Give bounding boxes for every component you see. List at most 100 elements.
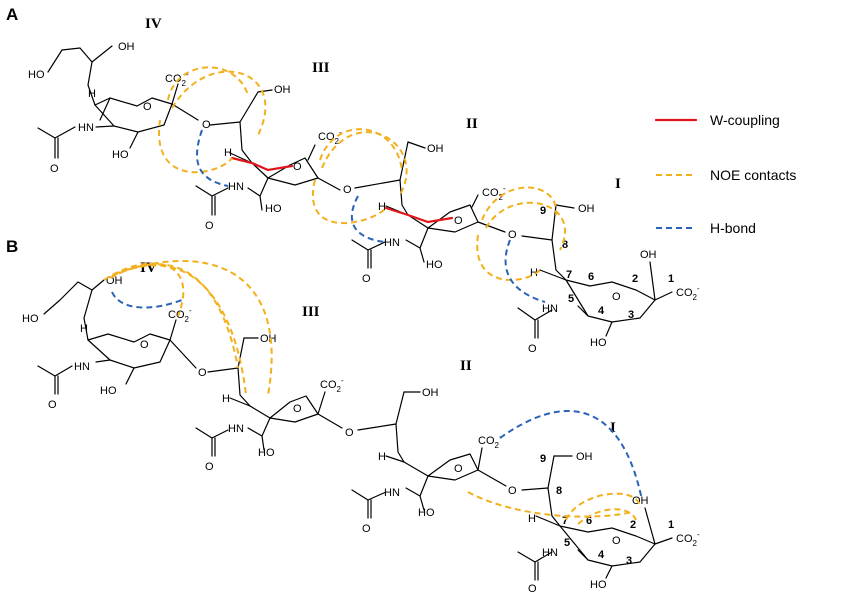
oh-label: OH [578, 203, 595, 215]
oh-label: OH [576, 451, 593, 463]
carbon-9-label: 9 [540, 205, 546, 217]
ho-label: HO [590, 579, 607, 591]
panel-a-noe-contacts [158, 66, 567, 281]
carbon-9-label: 9 [540, 453, 546, 465]
carbon-7-label: 7 [562, 515, 568, 527]
carbon-3-label: 3 [626, 555, 632, 567]
co2-label: CO2- [478, 432, 502, 450]
co2-label: CO2- [168, 306, 192, 324]
panel-a-residue-i: OH H O HN O HO OH CO2- 9 8 7 6 5 4 3 2 1 [517, 203, 700, 355]
panel-b-residue-iii: OH H O HN O HO CO2- O [195, 333, 354, 473]
nh-label: HN [542, 547, 558, 559]
carbonyl-o-label: O [362, 273, 371, 285]
carbon-5-label: 5 [568, 293, 574, 305]
nh-label: HN [228, 423, 244, 435]
h-label: H [378, 451, 386, 463]
h-label: H [528, 513, 536, 525]
co2-label: CO2- [676, 530, 700, 548]
ho-label: HO [418, 507, 435, 519]
legend-hbond-label: H-bond [710, 220, 756, 236]
ho-label: HO [112, 149, 129, 161]
co2-label: CO2- [320, 376, 344, 394]
legend: W-coupling NOE contacts H-bond [654, 112, 796, 236]
legend-noe-label: NOE contacts [710, 167, 796, 183]
glycosidic-o-label: O [198, 367, 207, 379]
glycosidic-o-label: O [343, 184, 352, 196]
carbonyl-o-label: O [528, 583, 537, 593]
h-label: H [378, 201, 386, 213]
carbon-7-label: 7 [566, 269, 572, 281]
carbonyl-o-label: O [205, 220, 214, 232]
ho-label: HO [28, 69, 45, 81]
carbon-4-label: 4 [598, 305, 605, 317]
panel-a-residue-iv: OH HO H O HN O HO CO2- O [28, 41, 211, 175]
h-label: H [222, 393, 230, 405]
oh-label: OH [427, 143, 444, 155]
residue-i-label-b: I [610, 420, 616, 436]
carbon-1-label: 1 [668, 273, 674, 285]
nh-label: HN [384, 487, 400, 499]
ring-o-label: O [140, 339, 149, 351]
ring-o-label: O [454, 463, 463, 475]
nh-label: HN [74, 361, 90, 373]
panel-a-residue-ii: OH H O HN O HO CO2- O [351, 141, 517, 285]
h-label: H [530, 267, 538, 279]
residue-iv-label-a: IV [145, 16, 162, 32]
glycosidic-o-label: O [508, 229, 517, 241]
residue-ii-label-b: II [460, 358, 472, 374]
residue-iii-label-b: III [302, 304, 320, 320]
residue-ii-label-a: II [466, 116, 478, 132]
carbon-1-label: 1 [668, 519, 674, 531]
ho-label: HO [100, 385, 117, 397]
carbonyl-o-label: O [50, 163, 59, 175]
oh-label: OH [274, 84, 291, 96]
panel-b-noe-contacts [103, 260, 641, 525]
ho-label: HO [258, 447, 275, 459]
carbonyl-o-label: O [362, 523, 371, 535]
glycosidic-o-label: O [345, 427, 354, 439]
panel-a-residue-iii: OH H O HN O HO CO2- O [195, 84, 352, 232]
carbonyl-o-label: O [205, 461, 214, 473]
glycosidic-o-label: O [202, 119, 211, 131]
glycosidic-o-label: O [508, 485, 517, 497]
oh-label: OH [118, 41, 135, 53]
carbon-5-label: 5 [564, 537, 570, 549]
carbon-6-label: 6 [586, 515, 592, 527]
nh-label: HN [542, 303, 558, 315]
panel-b-residue-iv: OH HO H O HN O HO CO2- O [22, 275, 207, 411]
carbon-2-label: 2 [632, 273, 638, 285]
nh-label: HN [228, 181, 244, 193]
ring-o-label: O [293, 161, 302, 173]
ring-o-label: O [143, 101, 152, 113]
h-label: H [80, 323, 88, 335]
nh-label: HN [384, 237, 400, 249]
ho-label: HO [22, 313, 39, 325]
carbon-4-label: 4 [598, 549, 605, 561]
co2-label: CO2- [165, 70, 189, 88]
ring-o-label: O [293, 403, 302, 415]
oh-label: OH [632, 495, 649, 507]
residue-iii-label-a: III [312, 60, 330, 76]
residue-i-label-a: I [615, 176, 621, 192]
ring-o-label: O [454, 215, 463, 227]
panel-b-residue-ii: OH H O HN O HO CO2- O [351, 387, 517, 535]
h-label: H [88, 88, 96, 100]
carbon-8-label: 8 [556, 485, 562, 497]
panel-b-hbonds [111, 291, 643, 501]
ho-label: HO [426, 259, 443, 271]
panel-b-label: B [6, 237, 18, 256]
co2-label: CO2- [676, 284, 700, 302]
oh-label: OH [640, 249, 657, 261]
carbonyl-o-label: O [48, 399, 57, 411]
panel-a-label: A [6, 5, 18, 24]
ho-label: HO [590, 337, 607, 349]
panel-a-hbonds [196, 129, 546, 303]
w-coupling-path-ii [384, 206, 454, 224]
nh-label: HN [78, 122, 94, 134]
co2-label: CO2- [482, 184, 506, 202]
carbon-8-label: 8 [562, 239, 568, 251]
panel-b-residue-i: OH H O HN O HO OH CO2- 9 8 7 6 5 4 3 2 1 [517, 451, 700, 593]
oh-label: OH [260, 333, 277, 345]
oh-label: OH [422, 387, 439, 399]
